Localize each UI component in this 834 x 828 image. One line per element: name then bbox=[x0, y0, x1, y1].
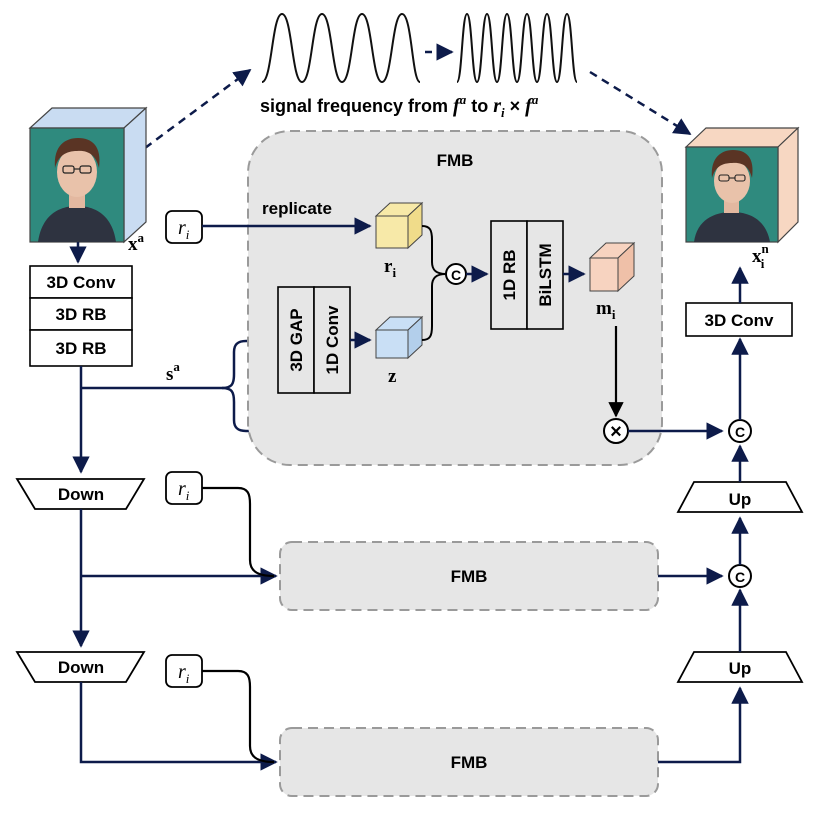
down2-to-fmb3 bbox=[79, 682, 278, 771]
low-frequency-wave bbox=[261, 12, 421, 84]
high-frequency-wave bbox=[456, 12, 578, 84]
rb1d-bilstm-block: 1D RB BiLSTM bbox=[490, 220, 564, 330]
ri-input-label: ri bbox=[178, 217, 190, 242]
encoder-stack: 3D Conv 3D RB 3D RB bbox=[29, 265, 133, 367]
down-label-2: Down bbox=[58, 658, 104, 677]
m-feature-cube bbox=[588, 241, 636, 293]
multiply-node-label: × bbox=[610, 421, 622, 443]
skip-to-multiply-arrow bbox=[221, 386, 598, 440]
bilstm-label: BiLSTM bbox=[536, 243, 555, 306]
skip-to-gap-arrow bbox=[221, 332, 276, 390]
replicate-label: replicate bbox=[262, 199, 332, 218]
z-feature-label: z bbox=[388, 366, 397, 387]
r-to-concat-line bbox=[421, 225, 447, 275]
signal-waves bbox=[261, 12, 578, 84]
down-block-2: Down bbox=[15, 651, 146, 683]
decoder-conv-box bbox=[685, 302, 793, 337]
wave-to-output-arrow bbox=[589, 70, 692, 136]
down-label-1: Down bbox=[58, 485, 104, 504]
fmb3-to-up2 bbox=[658, 686, 749, 764]
up-block-1: Up bbox=[676, 481, 804, 513]
skip-label: sa bbox=[166, 359, 180, 385]
gap-label: 3D GAP bbox=[287, 308, 306, 371]
concat-node-label: C bbox=[451, 267, 461, 283]
concat-node-lower-label: C bbox=[735, 569, 745, 585]
encoder-3d-conv: 3D Conv bbox=[47, 273, 117, 292]
r-feature-cube bbox=[374, 201, 424, 250]
ri2-to-fmb2 bbox=[202, 486, 275, 578]
up-label-2: Up bbox=[729, 659, 752, 678]
up-label-1: Up bbox=[729, 490, 752, 509]
encoder-3d-rb-2: 3D RB bbox=[55, 339, 106, 358]
ri-input-label-3: ri bbox=[178, 661, 190, 686]
input-video-cube bbox=[28, 106, 148, 244]
up-block-2: Up bbox=[676, 651, 804, 683]
down-block-1: Down bbox=[15, 478, 146, 510]
decoder-conv-label: 3D Conv bbox=[705, 311, 775, 330]
encoder-3d-rb-1: 3D RB bbox=[55, 305, 106, 324]
ri-input-label-2: ri bbox=[178, 478, 190, 503]
rb1d-label: 1D RB bbox=[500, 249, 519, 300]
gap-conv-block: 3D GAP 1D Conv bbox=[277, 286, 351, 394]
input-label: xa bbox=[128, 230, 145, 255]
concat-node-upper-label: C bbox=[735, 424, 745, 440]
input-to-wave-arrow bbox=[144, 68, 252, 150]
m-feature-label: mi bbox=[596, 298, 616, 322]
output-video-cube bbox=[684, 126, 800, 244]
r-feature-label: ri bbox=[384, 256, 396, 280]
face-image bbox=[38, 138, 116, 242]
output-face-image bbox=[694, 150, 770, 242]
fmb-small-2 bbox=[279, 727, 659, 797]
z-feature-cube bbox=[374, 315, 424, 360]
signal-caption: signal frequency from fa to ri × fa bbox=[260, 92, 539, 120]
fmb-main-container bbox=[247, 130, 663, 466]
z-to-concat-line bbox=[421, 273, 447, 341]
fmb-small-1 bbox=[279, 541, 659, 611]
fmb-small-2-label: FMB bbox=[451, 753, 488, 772]
ri3-to-fmb3 bbox=[202, 669, 275, 764]
conv1d-label: 1D Conv bbox=[323, 305, 342, 375]
fmb-small-1-label: FMB bbox=[451, 567, 488, 586]
fmb-main-title: FMB bbox=[437, 151, 474, 170]
